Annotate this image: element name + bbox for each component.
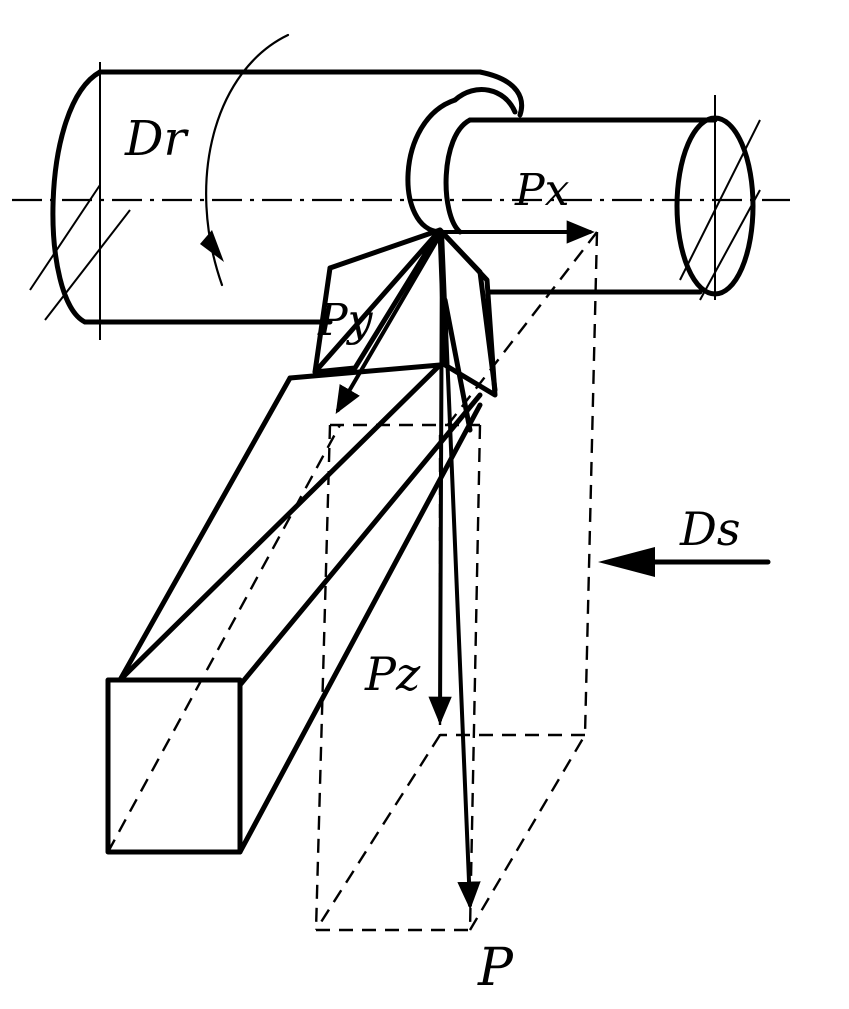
cutting-tool <box>105 227 498 855</box>
workpiece-small-cylinder <box>443 95 761 301</box>
py-vector <box>335 230 444 415</box>
label-force-pz: Pz <box>364 647 421 701</box>
label-feed-motion: Ds <box>679 502 741 556</box>
force-parallelepiped <box>314 231 599 932</box>
large-cylinder-left-face <box>50 69 103 325</box>
resultant-vector <box>440 230 481 910</box>
label-force-py: Py <box>317 295 374 346</box>
workpiece-large-cylinder <box>29 62 525 340</box>
feed-arrow-head <box>598 547 655 577</box>
pz-vector <box>428 230 452 725</box>
label-resultant: P <box>477 938 514 998</box>
force-vectors <box>335 220 595 910</box>
label-main-rotation: Dr <box>124 111 189 167</box>
label-force-px: Px <box>514 165 570 216</box>
rotation-arrow-head <box>200 230 224 262</box>
large-cylinder-right-face <box>405 97 458 235</box>
tool-shank-end <box>105 677 243 855</box>
